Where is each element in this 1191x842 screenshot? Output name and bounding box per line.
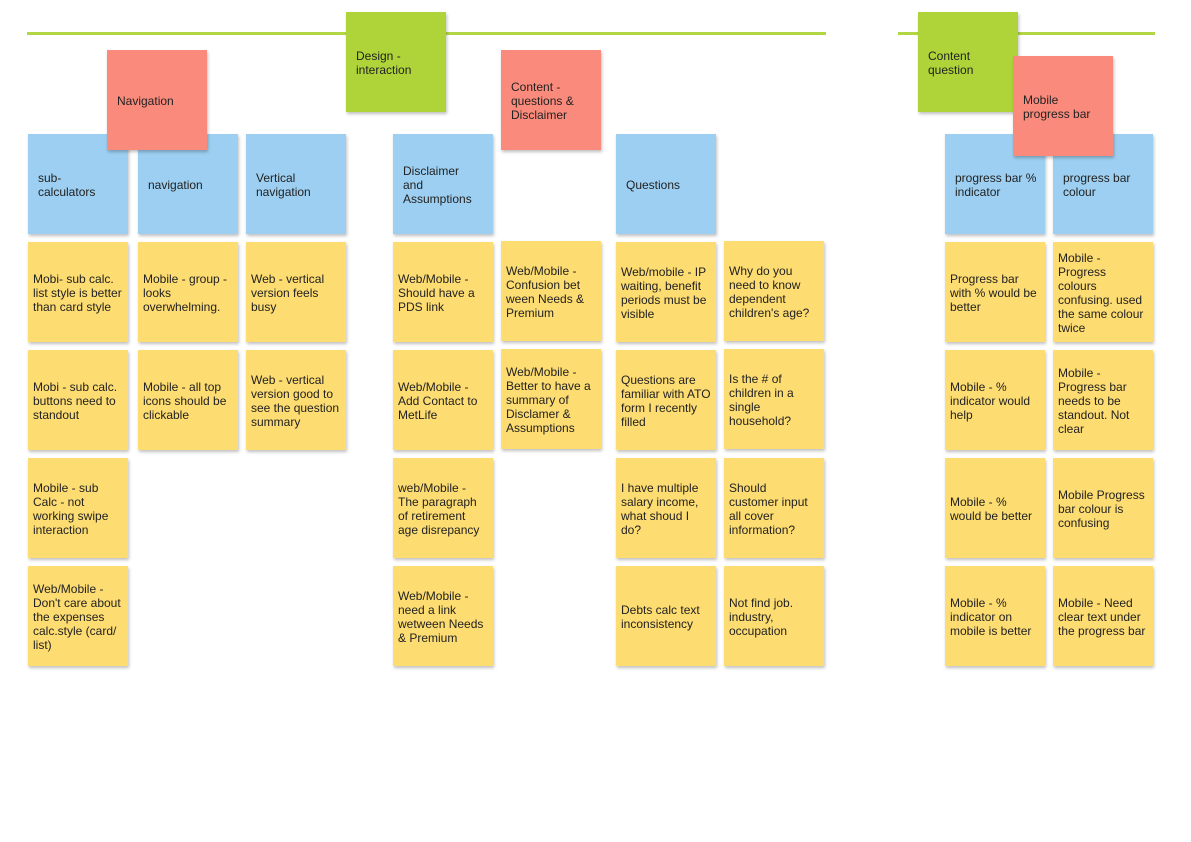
note-text: Is the # of children in a single househo…	[729, 372, 794, 428]
note-text: Not find job. industry, occupation	[729, 596, 794, 638]
subtopic-label: navigation	[148, 178, 203, 192]
feedback-note[interactable]: Web/Mobile - Should have a PDS link	[393, 242, 493, 342]
note-text: Web - vertical version feels busy	[251, 272, 325, 314]
feedback-note[interactable]: Mobile - % would be better	[945, 458, 1045, 558]
note-text: web/Mobile - The paragraph of retirement…	[398, 481, 480, 537]
note-text: Web/Mobile - Confusion bet ween Needs & …	[506, 264, 585, 320]
topic-mobile-progress-bar[interactable]: Mobile progress bar	[1013, 56, 1113, 156]
note-text: Mobile - Progress bar needs to be stando…	[1058, 366, 1130, 436]
note-text: Mobi - sub calc. buttons need to standou…	[33, 380, 118, 422]
feedback-note[interactable]: Web/Mobile - Confusion bet ween Needs & …	[501, 241, 601, 341]
topic-label: Navigation	[117, 94, 174, 108]
feedback-note[interactable]: I have multiple salary income, what shou…	[616, 458, 716, 558]
note-text: Why do you need to know dependent childr…	[729, 264, 810, 320]
note-text: Debts calc text inconsistency	[621, 603, 700, 631]
note-text: Web/mobile - IP waiting, benefit periods…	[621, 265, 707, 321]
topic-content-questions-disclaimer[interactable]: Content - questions & Disclaimer	[501, 50, 601, 150]
feedback-note[interactable]: Web/mobile - IP waiting, benefit periods…	[616, 242, 716, 342]
subtopic-vertical-navigation[interactable]: Vertical navigation	[246, 134, 346, 234]
note-text: Mobile - % would be better	[950, 495, 1033, 523]
group-line-content	[898, 32, 1155, 35]
note-text: Mobile - sub Calc - not working swipe in…	[33, 481, 109, 537]
note-text: Mobile - % indicator on mobile is better	[950, 596, 1032, 638]
feedback-note[interactable]: Mobile - Progress colours confusing. use…	[1053, 242, 1153, 342]
feedback-note[interactable]: Why do you need to know dependent childr…	[724, 241, 824, 341]
feedback-note[interactable]: web/Mobile - The paragraph of retirement…	[393, 458, 493, 558]
feedback-note[interactable]: Mobile - group - looks overwhelming.	[138, 242, 238, 342]
group-label: Content question	[928, 49, 974, 77]
feedback-note[interactable]: Mobile - % indicator on mobile is better	[945, 566, 1045, 666]
feedback-note[interactable]: Mobile - sub Calc - not working swipe in…	[28, 458, 128, 558]
feedback-note[interactable]: Mobile - all top icons should be clickab…	[138, 350, 238, 450]
subtopic-navigation[interactable]: navigation	[138, 134, 238, 234]
subtopic-questions[interactable]: Questions	[616, 134, 716, 234]
feedback-note[interactable]: Web/Mobile - need a link wetween Needs &…	[393, 566, 493, 666]
feedback-note[interactable]: Not find job. industry, occupation	[724, 566, 824, 666]
feedback-note[interactable]: Should customer input all cover informat…	[724, 458, 824, 558]
note-text: Should customer input all cover informat…	[729, 481, 808, 537]
subtopic-disclaimer-assumptions[interactable]: Disclaimer and Assumptions	[393, 134, 493, 234]
note-text: Mobile Progress bar colour is confusing	[1058, 488, 1145, 530]
group-content-question[interactable]: Content question	[918, 12, 1018, 112]
subtopic-label: progress bar % indicator	[955, 171, 1037, 199]
feedback-note[interactable]: Mobile - Progress bar needs to be stando…	[1053, 350, 1153, 450]
feedback-note[interactable]: Web - vertical version good to see the q…	[246, 350, 346, 450]
note-text: Mobile - Progress colours confusing. use…	[1058, 251, 1144, 335]
subtopic-label: sub- calculators	[38, 171, 96, 199]
feedback-note[interactable]: Web/Mobile - Add Contact to MetLife	[393, 350, 493, 450]
note-text: Progress bar with % would be better	[950, 272, 1037, 314]
note-text: Web/Mobile - Add Contact to MetLife	[398, 380, 478, 422]
feedback-note[interactable]: Is the # of children in a single househo…	[724, 349, 824, 449]
note-text: Mobile - Need clear text under the progr…	[1058, 596, 1146, 638]
note-text: Mobile - group - looks overwhelming.	[143, 272, 228, 314]
feedback-note[interactable]: Questions are familiar with ATO form I r…	[616, 350, 716, 450]
note-text: Mobile - % indicator would help	[950, 380, 1031, 422]
note-text: Web/Mobile - Better to have a summary of…	[506, 365, 591, 435]
topic-label: Mobile progress bar	[1023, 93, 1091, 121]
feedback-note[interactable]: Debts calc text inconsistency	[616, 566, 716, 666]
note-text: Web/Mobile - need a link wetween Needs &…	[398, 589, 484, 645]
note-text: Questions are familiar with ATO form I r…	[621, 373, 711, 429]
feedback-note[interactable]: Web/Mobile - Don't care about the expens…	[28, 566, 128, 666]
feedback-note[interactable]: Web/Mobile - Better to have a summary of…	[501, 349, 601, 449]
subtopic-label: progress bar colour	[1063, 171, 1131, 199]
subtopic-label: Vertical navigation	[256, 171, 311, 199]
subtopic-label: Disclaimer and Assumptions	[403, 164, 472, 206]
group-design-interaction[interactable]: Design - interaction	[346, 12, 446, 112]
feedback-note[interactable]: Mobile - Need clear text under the progr…	[1053, 566, 1153, 666]
subtopic-sub-calculators[interactable]: sub- calculators	[28, 134, 128, 234]
note-text: Mobile - all top icons should be clickab…	[143, 380, 227, 422]
topic-label: Content - questions & Disclaimer	[511, 80, 574, 122]
topic-navigation[interactable]: Navigation	[107, 50, 207, 150]
feedback-note[interactable]: Mobile Progress bar colour is confusing	[1053, 458, 1153, 558]
note-text: Web - vertical version good to see the q…	[251, 373, 340, 429]
note-text: I have multiple salary income, what shou…	[621, 481, 699, 537]
feedback-note[interactable]: Mobi - sub calc. buttons need to standou…	[28, 350, 128, 450]
note-text: Web/Mobile - Don't care about the expens…	[33, 582, 121, 652]
feedback-note[interactable]: Web - vertical version feels busy	[246, 242, 346, 342]
feedback-note[interactable]: Mobi- sub calc. list style is better tha…	[28, 242, 128, 342]
subtopic-label: Questions	[626, 178, 681, 192]
note-text: Web/Mobile - Should have a PDS link	[398, 272, 475, 314]
feedback-note[interactable]: Mobile - % indicator would help	[945, 350, 1045, 450]
group-label: Design - interaction	[356, 49, 412, 77]
note-text: Mobi- sub calc. list style is better tha…	[33, 272, 122, 314]
feedback-note[interactable]: Progress bar with % would be better	[945, 242, 1045, 342]
